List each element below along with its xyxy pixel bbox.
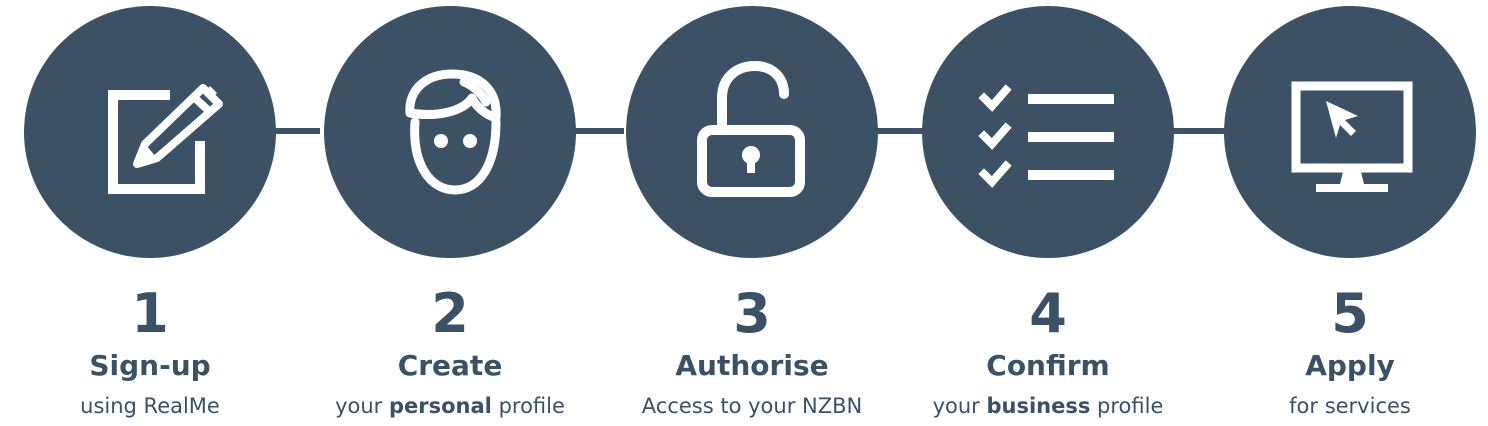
connector-line: [1160, 128, 1232, 134]
connector-line: [552, 128, 624, 134]
checklist-icon: [978, 84, 1114, 188]
step-1: 1 Sign-up using RealMe: [0, 0, 300, 426]
step-title: Apply: [1305, 349, 1395, 382]
step-title: Confirm: [986, 349, 1110, 382]
monitor-cursor-icon: [1291, 81, 1413, 192]
connector-line: [856, 128, 928, 134]
step-5: 5 Apply for services: [1200, 0, 1488, 426]
step-title: Sign-up: [89, 349, 211, 382]
step-description: for services: [1289, 394, 1411, 418]
step-4: 4 Confirm your business profile: [898, 0, 1198, 426]
step-number: 4: [1029, 282, 1067, 345]
edit-pencil-icon: [108, 84, 223, 194]
step-circle: [324, 6, 576, 258]
step-description: your personal profile: [335, 394, 565, 418]
step-description: your business profile: [932, 394, 1164, 418]
step-3: 3 Authorise Access to your NZBN: [602, 0, 902, 426]
step-number: 1: [131, 282, 169, 345]
step-title: Create: [397, 349, 503, 382]
unlocked-padlock-icon: [697, 61, 805, 197]
step-2: 2 Create your personal profile: [300, 0, 600, 426]
step-circle: [24, 6, 276, 258]
step-description: Access to your NZBN: [641, 394, 863, 418]
step-circle: [1224, 6, 1476, 258]
step-number: 5: [1331, 282, 1369, 345]
step-title: Authorise: [675, 349, 829, 382]
step-description: using RealMe: [80, 394, 220, 418]
step-circle: [626, 6, 878, 258]
step-circle: [922, 6, 1174, 258]
step-number: 3: [733, 282, 771, 345]
step-number: 2: [431, 282, 469, 345]
connector-line: [250, 128, 320, 134]
person-face-icon: [405, 69, 501, 195]
